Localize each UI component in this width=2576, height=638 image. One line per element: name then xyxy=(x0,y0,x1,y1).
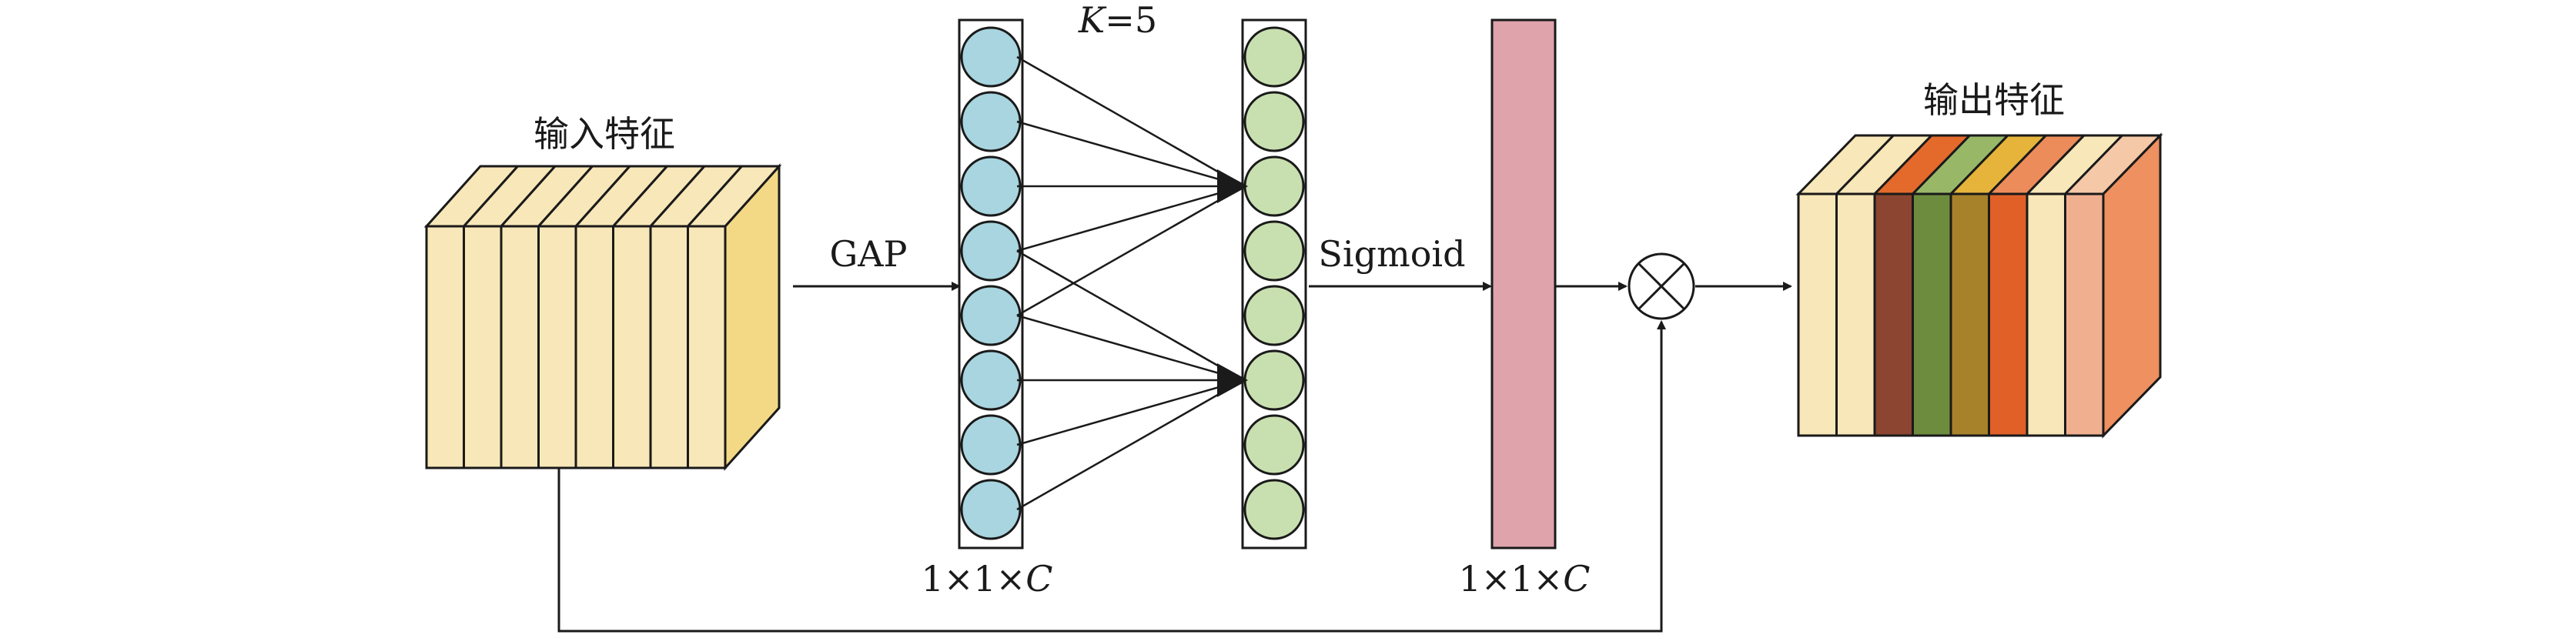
dim-var-1: C xyxy=(1025,558,1052,600)
input-slice xyxy=(537,225,577,469)
sigmoid-label: Sigmoid xyxy=(1318,233,1465,275)
output-slice xyxy=(1912,192,1952,437)
connection-line xyxy=(1016,379,1244,511)
connection-line xyxy=(1016,185,1244,317)
pooled-node xyxy=(960,26,1022,88)
gap-label: GAP xyxy=(830,233,908,275)
output-slice xyxy=(1949,192,1990,437)
skip-connection-arrow xyxy=(557,320,1666,633)
dim-prefix-1: 1×1× xyxy=(922,558,1026,600)
conv-node xyxy=(1243,91,1305,152)
multiply-node xyxy=(1628,252,1695,320)
connection-line xyxy=(1016,379,1244,446)
conv-node xyxy=(1243,155,1305,217)
local-connections xyxy=(1016,55,1248,511)
pooled-vector-column xyxy=(958,18,1024,549)
pooled-node xyxy=(960,479,1022,540)
pooled-node xyxy=(960,349,1022,411)
output-feature-cube xyxy=(1795,132,2163,439)
output-slice xyxy=(1835,192,1876,437)
connection-line xyxy=(1016,249,1244,382)
conv-node xyxy=(1243,220,1305,282)
k-var: K xyxy=(1078,0,1107,41)
pooled-node xyxy=(960,285,1022,346)
input-slice xyxy=(612,225,652,469)
pooled-node xyxy=(960,91,1022,152)
connection-line xyxy=(1016,120,1244,188)
conv-node xyxy=(1243,479,1305,540)
input-feature-cube xyxy=(423,163,782,471)
output-slice xyxy=(1988,192,2029,437)
input-slice xyxy=(463,225,503,469)
input-slice xyxy=(425,225,465,469)
connection-arrowhead xyxy=(1217,363,1248,397)
conv-node xyxy=(1243,414,1305,476)
output-slice xyxy=(2026,192,2066,437)
sigmoid-weight-bar xyxy=(1490,18,1557,549)
output-slice xyxy=(2064,192,2105,437)
conv-node xyxy=(1243,26,1305,88)
output-feature-label: 输出特征 xyxy=(1923,79,2065,121)
conv-node xyxy=(1243,349,1305,411)
dim-label-sigmoid: 1×1×C xyxy=(1459,558,1591,600)
connection-line xyxy=(1016,55,1244,188)
input-feature-label: 输入特征 xyxy=(534,113,675,155)
connection-line xyxy=(1016,185,1244,252)
pooled-node xyxy=(960,414,1022,476)
dim-label-pooled: 1×1×C xyxy=(922,558,1053,600)
input-slice xyxy=(574,225,614,469)
conv-output-column xyxy=(1241,18,1307,549)
output-slice xyxy=(1797,192,1838,437)
pooled-node xyxy=(960,155,1022,217)
dim-prefix-2: 1×1× xyxy=(1459,558,1564,600)
conv-node xyxy=(1243,285,1305,346)
input-slice xyxy=(649,225,689,469)
connection-line xyxy=(1016,314,1244,382)
input-slice xyxy=(500,225,540,469)
dim-var-2: C xyxy=(1563,558,1590,600)
pooled-node xyxy=(960,220,1022,282)
k-value: =5 xyxy=(1105,0,1157,41)
input-slice xyxy=(687,225,727,469)
k-label: K=5 xyxy=(1078,0,1157,41)
output-slice xyxy=(1873,192,1914,437)
connection-arrowhead xyxy=(1217,169,1248,203)
